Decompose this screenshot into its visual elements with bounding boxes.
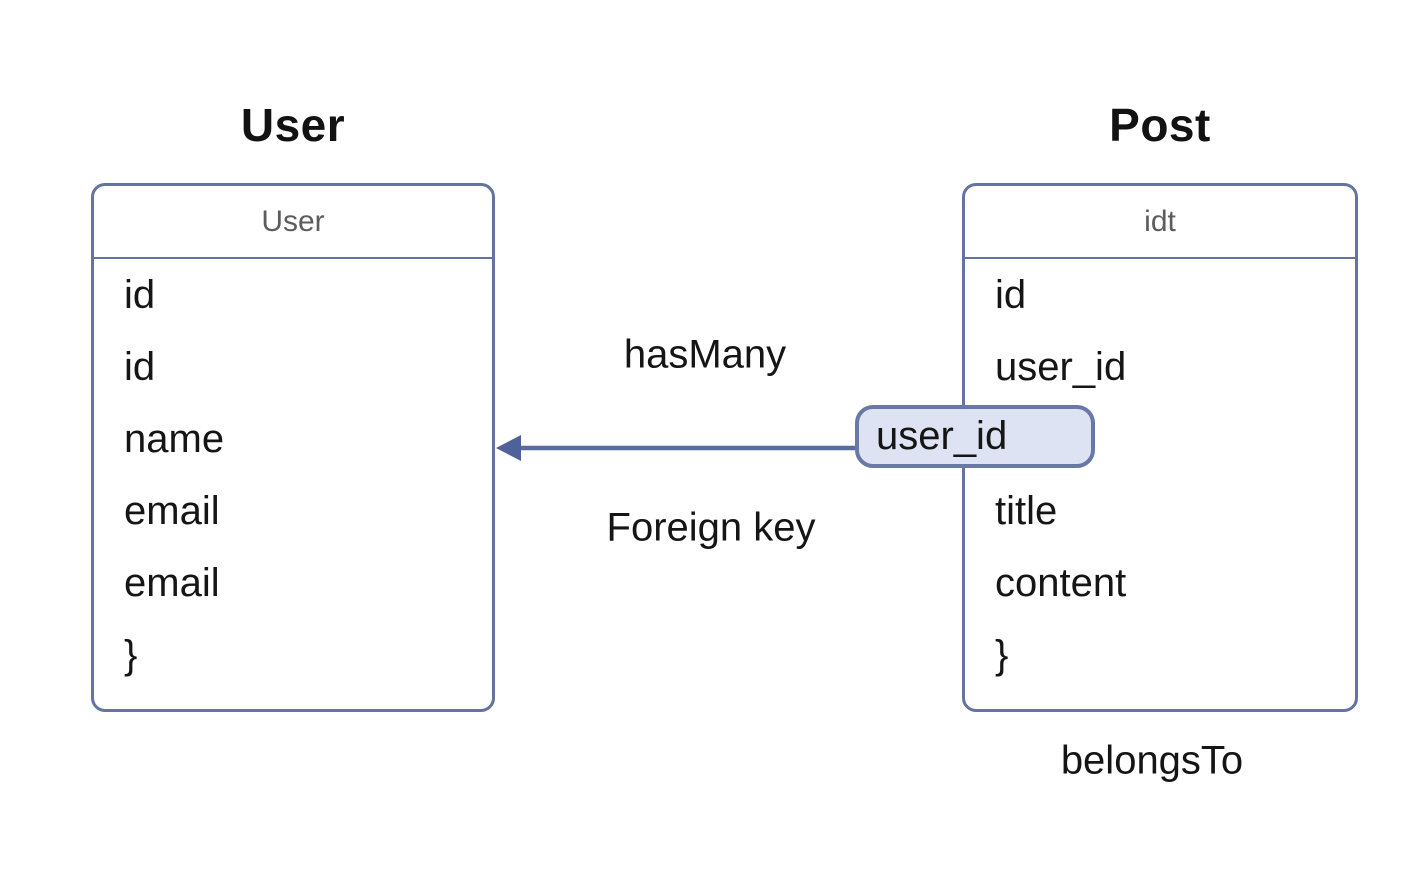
post-field-title: title [995, 489, 1058, 533]
post-entity-header: idt [965, 186, 1355, 259]
user-field-email-2: email [124, 561, 220, 605]
user-field-id-1: id [124, 273, 156, 317]
user-entity-title: User [240, 99, 346, 151]
post-field-content: content [995, 561, 1127, 605]
user-field-id-2: id [124, 345, 156, 389]
user-field-closing-brace: } [124, 633, 138, 677]
post-entity-title: Post [1109, 99, 1211, 151]
belongs-to-label: belongsTo [1060, 738, 1244, 783]
post-entity-field-list: id user_id title content } [965, 259, 1355, 691]
user-field-name: name [124, 417, 225, 461]
post-field-user-id: user_id [995, 345, 1127, 389]
user-entity-box: User id id name email email } [91, 183, 495, 712]
arrowhead-left-icon [496, 435, 521, 461]
user-field-email-1: email [124, 489, 220, 533]
user-entity-field-list: id id name email email } [94, 259, 492, 691]
user-entity-header: User [94, 186, 492, 259]
foreign-key-badge: user_id [855, 405, 1095, 468]
foreign-key-label: Foreign key [606, 505, 816, 550]
post-field-closing-brace: } [995, 633, 1009, 677]
post-field-id: id [995, 273, 1027, 317]
has-many-label: hasMany [623, 332, 787, 377]
